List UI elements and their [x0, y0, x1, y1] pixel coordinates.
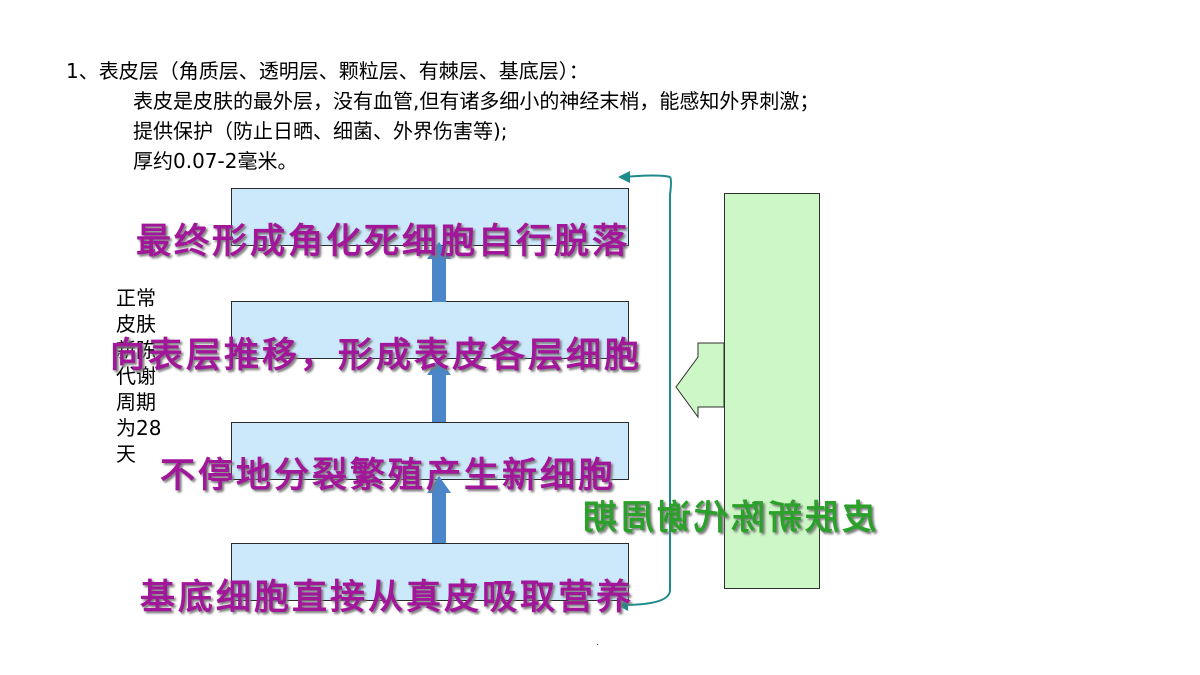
- up-arrow-icon: [427, 358, 451, 422]
- side-note: 正常皮肤新陈代谢周期为28天: [116, 286, 162, 466]
- up-arrow-icon: [427, 242, 451, 302]
- slide-heading: 1、表皮层（角质层、透明层、颗粒层、有棘层、基底层）：: [66, 59, 589, 83]
- footer-dot: ·: [596, 640, 600, 651]
- body-line-2: 提供保护（防止日晒、细菌、外界伤害等);: [133, 119, 508, 143]
- layer-box-4: [231, 543, 629, 601]
- body-line-1: 表皮是皮肤的最外层，没有血管,但有诸多细小的神经末梢，能感知外界刺激；: [133, 89, 820, 113]
- up-arrow-icon: [427, 476, 451, 543]
- layer-captions: 最终形成角化死细胞自行脱落 向表层推移，形成表皮各层细胞 不停地分裂繁殖产生新细…: [110, 222, 643, 618]
- cycle-connector: [617, 171, 725, 611]
- layer-caption-3: 不停地分裂繁殖产生新细胞: [160, 456, 617, 496]
- layer-caption-2: 向表层推移，形成表皮各层细胞: [110, 336, 643, 376]
- layer-caption-1: 最终形成角化死细胞自行脱落: [136, 222, 631, 262]
- body-line-3: 厚约0.07-2毫米。: [133, 149, 298, 173]
- cycle-panel: [724, 193, 820, 589]
- layer-box-1: [231, 188, 629, 246]
- layer-caption-4: 基底细胞直接从真皮吸取营养: [140, 578, 635, 618]
